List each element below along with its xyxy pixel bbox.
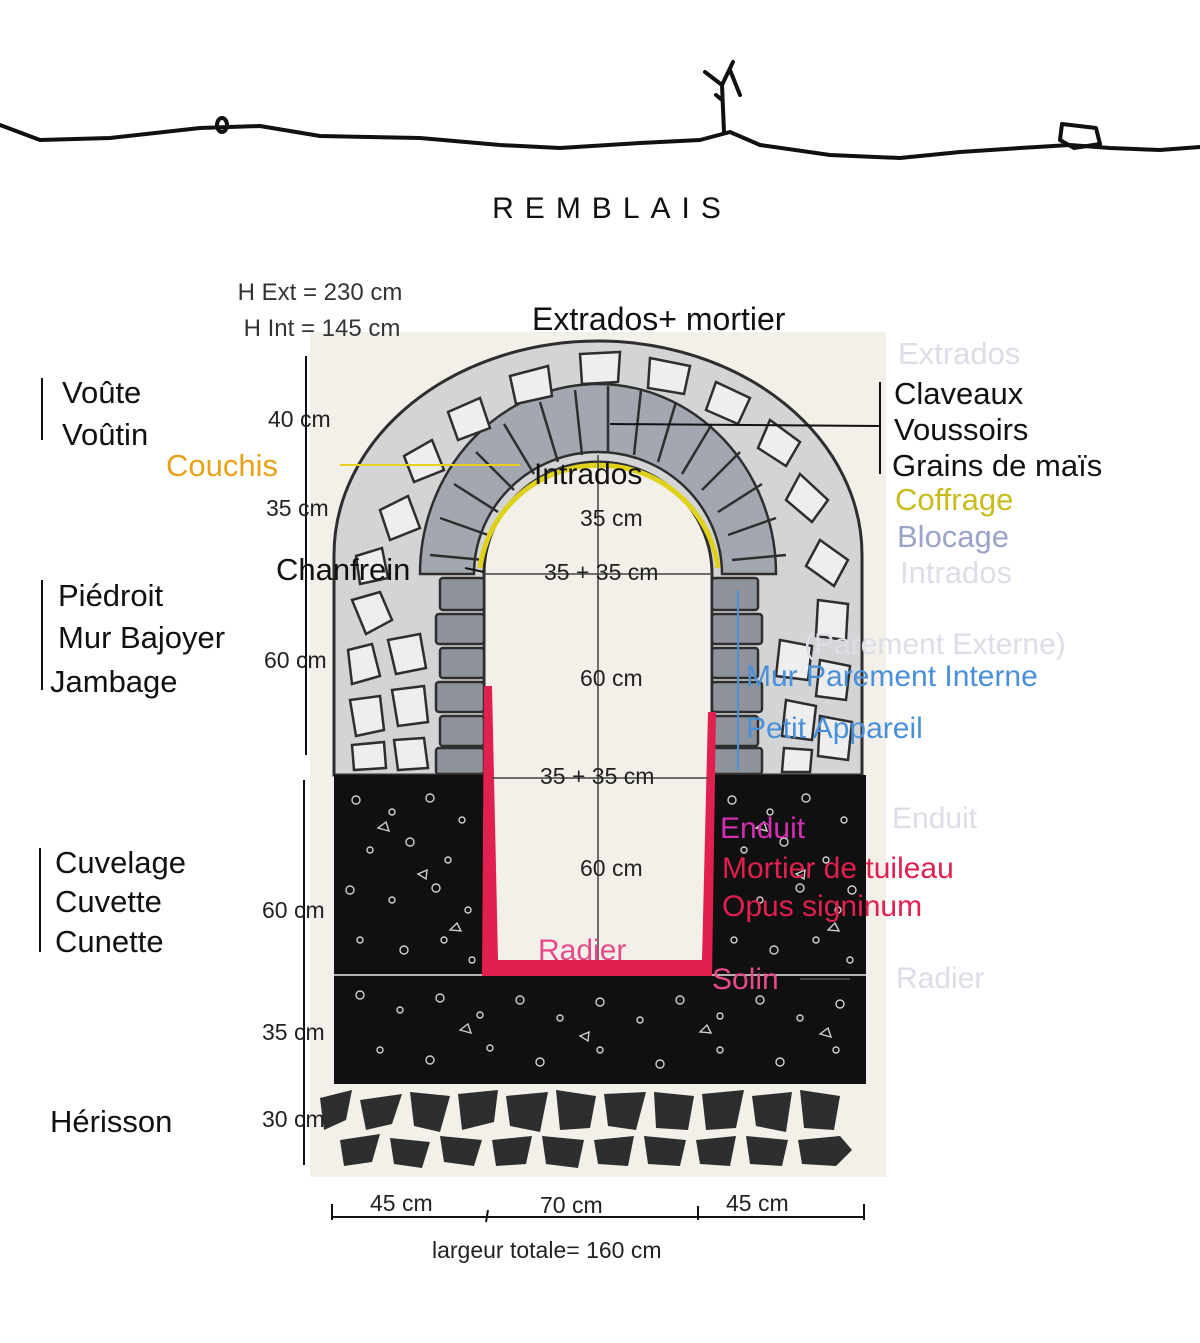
pebble-icon [215,116,229,134]
h-ext-label: H Ext = 230 cm [238,279,403,306]
dim-radier: 35 cm [262,1019,325,1045]
coffrage-label: Coffrage [895,482,1013,517]
ground-surface [0,60,1200,160]
intrados-faded-label: Intrados [900,555,1012,590]
width-dimension [331,1204,865,1223]
cunette-label: Cunette [55,924,164,959]
center-dimension-lines [484,455,712,960]
center-dim-channel: 60 cm [580,855,643,881]
left-brackets [39,356,307,1165]
opus-label: Opus signinum [722,890,922,923]
rock-icon [1058,122,1102,150]
ground-line [0,123,1200,160]
herisson-label: Hérisson [50,1104,172,1139]
mortier-tuileau-label: Mortier de tuileau [722,852,954,885]
solin-label: Solin [712,963,779,996]
center-dim-arch: 35 cm [580,505,643,531]
grains-label: Grains de maïs [892,448,1102,483]
leader-lines [340,423,881,980]
dim-piedroit: 60 cm [264,647,327,673]
dim-herisson: 30 cm [262,1106,325,1132]
rubble-stones [346,350,854,774]
blocage-label: Blocage [897,519,1009,554]
center-dim-span-mid: 35 + 35 cm [540,763,654,789]
cuvette-label: Cuvette [55,884,162,919]
concrete-aggregate [345,793,857,1069]
extrados-top-label: Extrados+ mortier [532,301,786,337]
width-right-label: 45 cm [726,1190,789,1216]
cuvelage-concrete [334,775,866,1084]
ground-label: REMBLAIS [492,192,732,225]
center-dim-span-top: 35 + 35 cm [544,559,658,585]
dim-vault-outer: 40 cm [268,406,331,432]
enduit-faded-label: Enduit [892,802,978,835]
tree-icon [703,60,742,134]
cuvelage-label: Cuvelage [55,845,186,880]
piedroit-label: Piédroit [58,578,163,613]
petit-appareil-label: Petit Appareil [746,712,923,745]
width-center-label: 70 cm [540,1192,603,1218]
width-left-label: 45 cm [370,1190,433,1216]
width-total-label: largeur totale= 160 cm [432,1237,662,1263]
couchis-line [477,462,721,569]
voutin-label: Voûtin [62,417,148,452]
mur-parement-interne-label: Mur Parement Interne [746,660,1038,693]
enduit-label: Enduit [720,812,806,845]
chanfrein-label: Chanfrein [276,552,410,587]
intrados-label: Intrados [534,458,642,491]
center-dim-piedroit: 60 cm [580,665,643,691]
voussoir-joints [429,386,787,562]
herisson-stones [320,1090,852,1168]
dim-cuvelage: 60 cm [262,897,325,923]
parement-externe-label: (Parement Externe) [804,628,1066,661]
extrados-faded-label: Extrados [898,336,1020,371]
ashlar-blocks-left [434,576,486,776]
jambage-label: Jambage [50,664,178,699]
h-int-label: H Int = 145 cm [244,315,401,342]
claveaux-label: Claveaux [894,376,1024,411]
mur-bajoyer-label: Mur Bajoyer [58,620,225,655]
voussoirs-label: Voussoirs [894,412,1028,447]
radier-faded-label: Radier [896,962,984,995]
dim-vault-inner: 35 cm [266,495,329,521]
couchis-label: Couchis [166,448,278,483]
radier-label: Radier [538,934,626,967]
voute-label: Voûte [62,375,141,410]
